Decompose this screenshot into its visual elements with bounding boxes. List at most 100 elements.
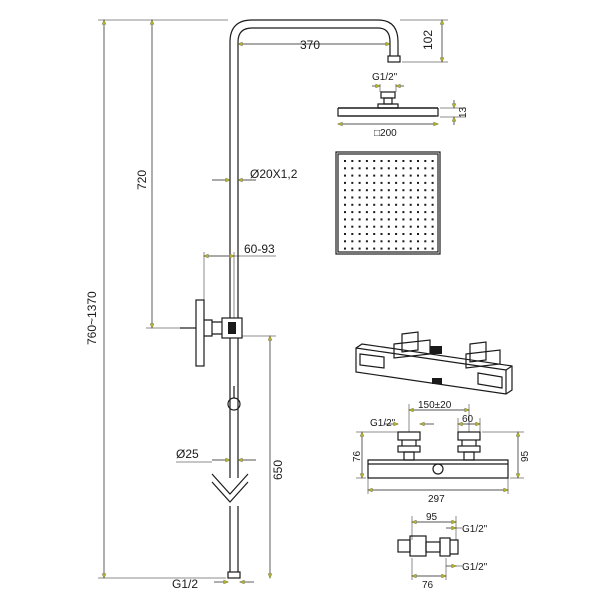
label-mixer-outlet-width: 60 [462, 414, 474, 425]
nozzle [424, 196, 427, 199]
nozzle [431, 218, 434, 221]
nozzle [344, 225, 346, 228]
nozzle [424, 225, 427, 228]
dim-arm-length: 370 [238, 38, 390, 52]
nozzle [417, 240, 419, 243]
label-mixer-inlet: G1/2" [370, 418, 396, 429]
nozzle [380, 189, 383, 192]
label-head-thickness: 13 [458, 106, 469, 118]
nozzle [380, 247, 383, 250]
nozzle [417, 233, 419, 235]
nozzle [380, 160, 383, 162]
nozzle [431, 203, 434, 206]
nozzle [395, 225, 398, 228]
nozzle [344, 160, 346, 162]
nozzle [395, 160, 398, 162]
nozzle [351, 247, 354, 250]
label-mixer-depth-right: 95 [520, 450, 531, 462]
nozzle [351, 174, 354, 177]
label-head-inlet: G1/2" [372, 72, 398, 83]
nozzle [373, 225, 376, 228]
nozzle [358, 181, 361, 184]
nozzle [431, 225, 434, 228]
nozzle [402, 211, 405, 214]
nozzle [409, 167, 412, 170]
nozzle [409, 203, 412, 206]
nozzle [387, 181, 390, 184]
nozzle [387, 160, 390, 162]
nozzle [380, 174, 383, 177]
nozzle [417, 167, 419, 170]
nozzle [373, 174, 376, 177]
nozzle [351, 203, 354, 206]
nozzle [344, 181, 346, 184]
label-lower-pipe-diameter: Ø25 [176, 447, 199, 461]
dim-bracket-range: 60-93 [204, 242, 276, 318]
nozzle [387, 189, 390, 192]
nozzle [380, 225, 383, 228]
nozzle [431, 196, 434, 199]
nozzle [351, 167, 354, 170]
nozzle [409, 225, 412, 228]
nozzle [402, 203, 405, 206]
nozzle [365, 160, 368, 162]
nozzle [417, 174, 419, 177]
nozzle [402, 225, 405, 228]
label-elbow-thread-top: G1/2" [462, 524, 488, 535]
nozzle [373, 196, 376, 199]
nozzle [365, 203, 368, 206]
nozzle [409, 211, 412, 214]
nozzle [402, 233, 405, 235]
nozzle [402, 181, 405, 184]
hose-holder [227, 386, 241, 411]
shower-head-side: G1/2" 13 □200 [337, 72, 469, 139]
nozzle [358, 225, 361, 228]
dim-total-height: 760~1370 [85, 20, 228, 578]
nozzle [380, 240, 383, 243]
label-arm-drop: 102 [421, 30, 435, 50]
nozzle [358, 211, 361, 214]
nozzle [417, 225, 419, 228]
nozzle [402, 196, 405, 199]
nozzle [402, 189, 405, 192]
label-elbow-thread-bottom: G1/2" [462, 562, 488, 573]
nozzle [365, 211, 368, 214]
nozzle [402, 240, 405, 243]
nozzle [395, 174, 398, 177]
nozzle [417, 203, 419, 206]
nozzle [373, 189, 376, 192]
nozzle [380, 218, 383, 221]
nozzle [387, 203, 390, 206]
nozzle [365, 189, 368, 192]
nozzle [395, 203, 398, 206]
dim-pipe-diameter: Ø20X1,2 [212, 167, 298, 181]
nozzle [431, 181, 434, 184]
nozzle [358, 247, 361, 250]
label-total-height: 760~1370 [85, 291, 99, 345]
nozzle [417, 189, 419, 192]
nozzle [344, 203, 346, 206]
nozzle [351, 181, 354, 184]
nozzle [351, 233, 354, 235]
label-elbow-bottom: 76 [422, 580, 434, 591]
nozzle [351, 196, 354, 199]
nozzle [424, 203, 427, 206]
nozzle [402, 160, 405, 162]
dim-arm-drop: 102 [400, 20, 448, 62]
nozzle [344, 240, 346, 243]
nozzle [344, 196, 346, 199]
nozzle [431, 233, 434, 235]
nozzle [358, 203, 361, 206]
nozzle [380, 203, 383, 206]
nozzle [365, 167, 368, 170]
nozzle [424, 160, 427, 162]
nozzle-grid [344, 160, 434, 250]
elbow-detail: 95 G1/2" G1/2" 76 [397, 512, 488, 591]
nozzle [351, 218, 354, 221]
nozzle [373, 233, 376, 235]
label-head-size: □200 [374, 128, 397, 139]
nozzle [402, 247, 405, 250]
nozzle [387, 167, 390, 170]
label-mixer-spacing: 150±20 [418, 400, 452, 411]
